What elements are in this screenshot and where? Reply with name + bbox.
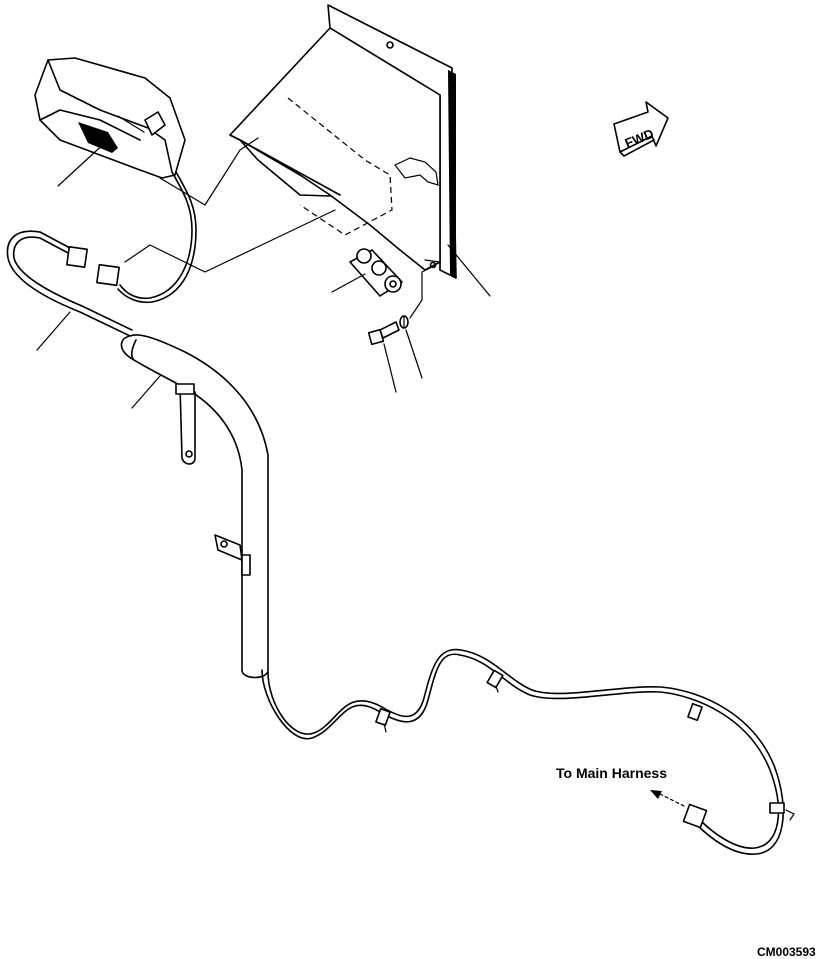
mounting-bolt — [367, 321, 400, 346]
protective-sleeve — [120, 334, 269, 679]
harness-to-main — [261, 648, 785, 855]
harness-clamp-3 — [687, 702, 703, 722]
harness-clamp-4 — [769, 802, 795, 821]
lock-washer — [399, 315, 409, 329]
hardware-washers — [349, 248, 403, 297]
fwd-arrow-icon: FWD — [613, 101, 669, 157]
lamp-lead-wire — [96, 171, 197, 304]
to-main-harness-label: To Main Harness — [556, 765, 667, 781]
sleeve-clip-lower — [214, 534, 251, 576]
callout-leaders — [36, 115, 491, 409]
drawing-code: CM003593 — [757, 945, 816, 959]
main-harness-arrow — [650, 790, 685, 807]
bolt-leader-up — [409, 267, 431, 319]
sleeve-clip-upper — [175, 383, 196, 465]
harness-loop — [6, 230, 133, 337]
work-lamp — [34, 57, 186, 179]
mounting-bracket — [229, 4, 457, 279]
harness-clamp-1 — [375, 707, 391, 733]
harness-clamp-2 — [486, 669, 504, 693]
